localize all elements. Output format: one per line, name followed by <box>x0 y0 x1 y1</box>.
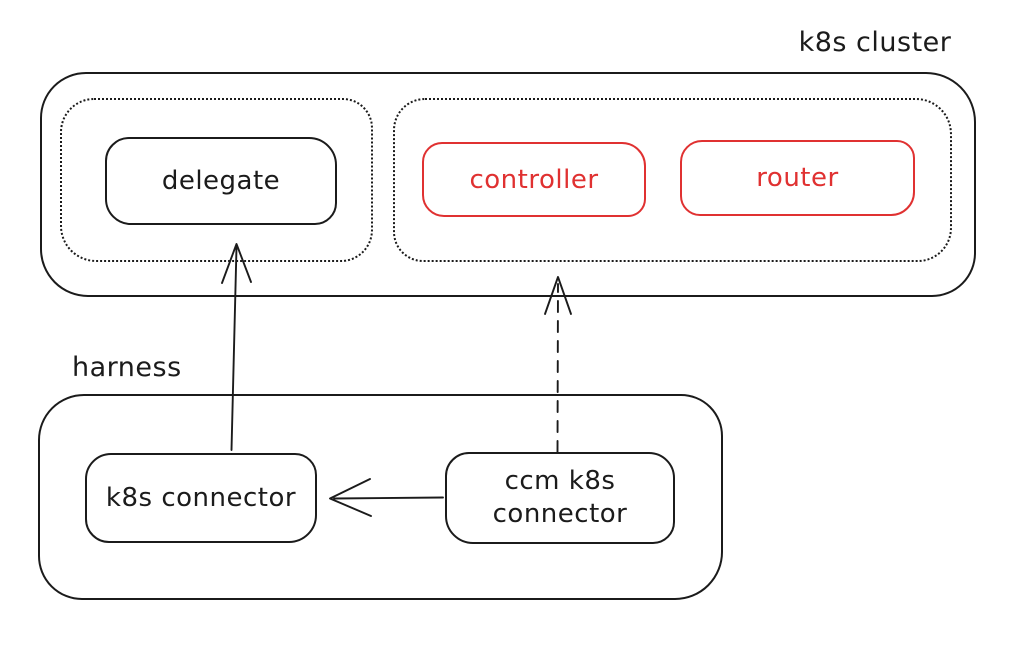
k8s-connector-node-label: k8s connector <box>105 483 297 513</box>
controller-node-label: controller <box>469 164 599 195</box>
delegate-node: delegate <box>105 137 337 225</box>
k8s-cluster-container <box>40 72 976 297</box>
cluster-label: k8s cluster <box>798 27 952 58</box>
router-node: router <box>680 140 915 216</box>
ccm-k8s-connector-node: ccm k8s connector <box>445 452 675 544</box>
harness-label: harness <box>72 352 182 383</box>
router-node-label: router <box>756 163 839 193</box>
harness-container <box>38 394 723 600</box>
delegate-node-label: delegate <box>161 166 281 196</box>
k8s-connector-node: k8s connector <box>85 453 317 543</box>
ccm-k8s-connector-label-line1: ccm k8s <box>504 465 616 496</box>
ccm-group-container <box>393 98 952 262</box>
delegate-group-container <box>60 98 373 262</box>
ccm-k8s-connector-label-line2: connector <box>492 499 628 529</box>
controller-node: controller <box>422 142 646 217</box>
